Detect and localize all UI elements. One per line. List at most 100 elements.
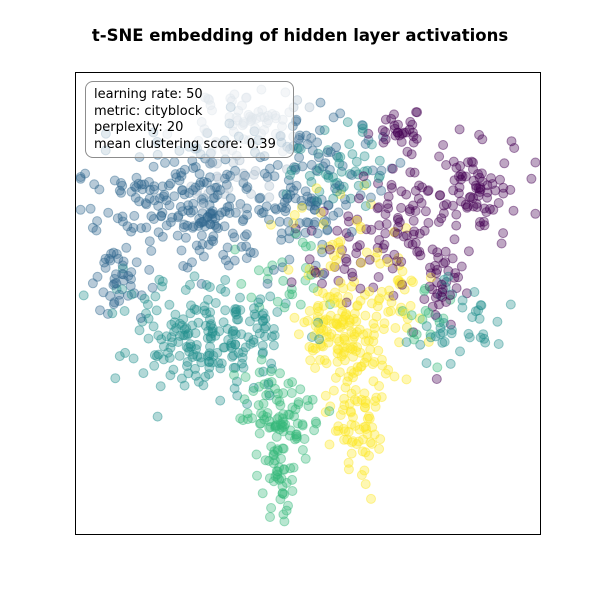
scatter-point-series-5 (372, 301, 383, 312)
scatter-point-series-3 (201, 308, 212, 319)
scatter-point-series-4 (300, 263, 311, 273)
scatter-point-series-3 (455, 346, 465, 357)
scatter-point-series-3 (153, 349, 164, 360)
scatter-point-series-3 (319, 125, 330, 136)
scatter-point-series-3 (313, 317, 323, 328)
scatter-point-series-5 (352, 396, 363, 407)
scatter-point-series-1 (235, 199, 246, 209)
scatter-point-series-5 (325, 401, 336, 412)
scatter-point-series-4 (275, 494, 286, 505)
scatter-point-series-4 (235, 413, 246, 424)
scatter-point-series-3 (165, 342, 176, 353)
scatter-point-series-1 (208, 231, 219, 242)
scatter-point-series-1 (293, 134, 304, 145)
scatter-point-series-5 (324, 439, 335, 450)
scatter-point-series-1 (309, 219, 320, 230)
scatter-point-series-0 (484, 204, 495, 214)
scatter-point-series-4 (279, 464, 290, 475)
scatter-point-series-5 (348, 412, 358, 423)
scatter-point-series-0 (393, 212, 403, 223)
scatter-point-series-5 (335, 322, 346, 333)
scatter-point-series-1 (198, 176, 209, 187)
scatter-point-series-5 (378, 324, 389, 335)
scatter-point-series-4 (276, 453, 286, 464)
scatter-point-series-3 (473, 305, 484, 316)
scatter-point-series-3 (187, 320, 198, 331)
scatter-point-series-4 (420, 283, 430, 294)
scatter-point-series-0 (388, 290, 399, 301)
scatter-point-series-4 (283, 409, 294, 420)
scatter-point-series-0 (352, 242, 363, 253)
scatter-point-series-1 (161, 195, 172, 206)
scatter-point-series-1 (238, 214, 249, 225)
scatter-point-series-3 (190, 370, 201, 381)
scatter-point-series-5 (283, 264, 294, 275)
scatter-point-series-3 (196, 357, 207, 368)
scatter-point-series-1 (169, 157, 180, 167)
scatter-point-series-1 (114, 185, 125, 196)
scatter-point-series-3 (191, 340, 202, 350)
scatter-point-series-4 (262, 408, 273, 418)
scatter-point-series-5 (364, 413, 375, 424)
scatter-point-series-0 (408, 131, 419, 142)
scatter-point-series-0 (427, 244, 438, 255)
scatter-point-series-3 (231, 376, 242, 387)
scatter-point-series-3 (330, 179, 341, 189)
scatter-point-series-3 (111, 284, 122, 294)
scatter-point-series-5 (376, 286, 387, 297)
scatter-point-series-0 (478, 216, 489, 227)
scatter-point-series-3 (258, 315, 269, 326)
scatter-point-series-3 (240, 342, 251, 353)
scatter-point-series-1 (225, 170, 236, 181)
scatter-point-series-3 (207, 323, 218, 334)
scatter-point-series-1 (165, 178, 176, 189)
scatter-point-series-3 (229, 383, 240, 394)
scatter-point-series-1 (182, 262, 193, 273)
scatter-point-series-5 (356, 394, 367, 405)
scatter-point-series-4 (270, 421, 281, 432)
scatter-point-series-1 (294, 130, 305, 141)
scatter-point-series-3 (176, 373, 187, 384)
scatter-point-series-3 (353, 180, 364, 191)
scatter-point-series-1 (85, 203, 96, 214)
scatter-point-series-0 (368, 282, 379, 293)
scatter-point-series-3 (228, 362, 239, 373)
scatter-point-series-4 (251, 449, 262, 460)
scatter-point-series-1 (309, 195, 320, 206)
scatter-point-series-3 (164, 299, 175, 310)
scatter-point-series-5 (401, 322, 412, 333)
scatter-point-series-3 (248, 334, 259, 345)
scatter-point-series-3 (285, 169, 295, 180)
scatter-point-series-0 (471, 198, 482, 209)
scatter-point-series-4 (300, 453, 311, 464)
scatter-point-series-4 (238, 415, 248, 426)
info-learning-rate: learning rate: 50 (94, 87, 203, 102)
scatter-point-series-4 (419, 285, 430, 296)
scatter-point-series-3 (205, 331, 216, 342)
scatter-point-series-1 (360, 139, 371, 149)
scatter-point-series-5 (320, 390, 331, 401)
scatter-point-series-1 (117, 260, 128, 271)
scatter-point-series-1 (197, 239, 208, 250)
scatter-point-series-1 (215, 185, 226, 196)
scatter-point-series-0 (424, 281, 435, 292)
scatter-point-series-5 (349, 276, 360, 287)
scatter-point-series-1 (262, 172, 273, 182)
scatter-point-series-5 (374, 443, 385, 454)
scatter-point-series-0 (386, 179, 397, 190)
scatter-point-series-0 (352, 214, 363, 225)
scatter-point-series-1 (177, 206, 188, 217)
scatter-point-series-5 (348, 313, 359, 324)
scatter-point-series-0 (410, 206, 421, 216)
scatter-point-series-0 (333, 275, 344, 286)
scatter-point-series-0 (341, 253, 351, 264)
scatter-point-series-0 (482, 192, 493, 203)
scatter-point-series-1 (126, 186, 137, 197)
scatter-point-series-3 (232, 314, 242, 325)
scatter-point-series-1 (87, 278, 98, 289)
scatter-point-series-1 (193, 220, 204, 231)
scatter-point-series-1 (211, 182, 222, 193)
scatter-point-series-5 (332, 343, 343, 354)
scatter-point-series-0 (396, 186, 407, 197)
